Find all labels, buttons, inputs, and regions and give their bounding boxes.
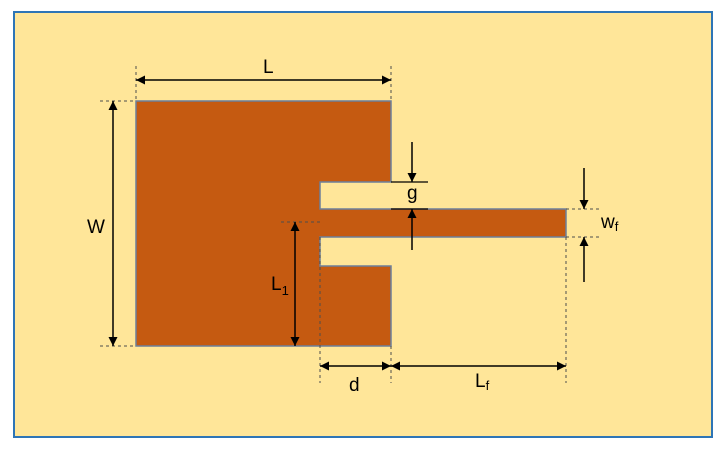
label-L1-sub: 1 — [282, 283, 289, 298]
label-Lf-sub: f — [486, 378, 490, 393]
label-W: W — [87, 217, 105, 238]
label-L1-main: L — [271, 274, 282, 295]
label-Lf-main: L — [475, 371, 486, 392]
label-wf: wf — [600, 212, 619, 234]
label-Lf: Lf — [475, 371, 490, 393]
label-L1: L1 — [271, 274, 289, 298]
label-g: g — [407, 183, 418, 204]
label-wf-main: w — [600, 212, 615, 233]
dimension-lines — [108, 75, 589, 371]
label-d: d — [349, 375, 360, 396]
guide-lines — [100, 66, 600, 383]
label-L: L — [263, 57, 274, 78]
label-wf-sub: f — [615, 219, 619, 234]
